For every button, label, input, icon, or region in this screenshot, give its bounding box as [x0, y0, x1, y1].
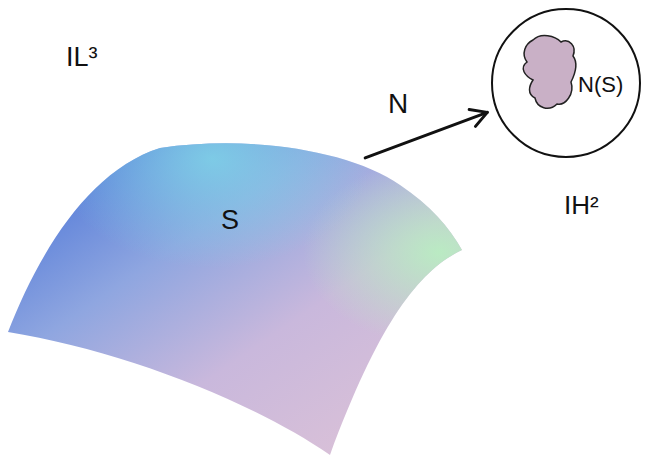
surface-patch: S	[0, 130, 470, 459]
hyperbolic-plane-disk: IH²N(S)	[490, 7, 642, 159]
map-label: N	[388, 90, 408, 118]
normal-image-region: N(S)	[515, 32, 640, 117]
node-label: IH²	[564, 192, 599, 218]
map-arrow	[365, 110, 487, 158]
node-label: S	[221, 207, 239, 234]
space-label: IL³	[66, 44, 98, 71]
surface-shape	[0, 130, 470, 459]
node-label: N(S)	[578, 74, 623, 96]
